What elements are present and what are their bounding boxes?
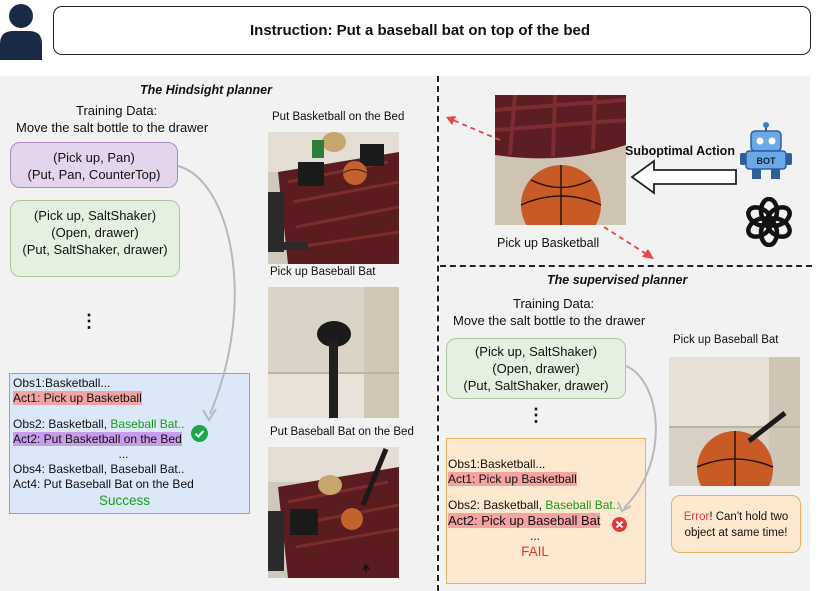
check-icon [191,425,208,442]
supervised-img-caption: Pick up Baseball Bat [673,334,779,346]
suboptimal-arrow [630,159,737,195]
box-line: (Pick up, SaltShaker) [474,344,598,359]
scene-baseball-bat-image [268,287,399,418]
box-line: (Put, SaltShaker, drawer) [22,242,168,257]
vertical-divider [437,76,439,591]
box-line: (Put, Pan, CounterTop) [27,167,161,182]
act2-text: Act2: Pick up Baseball Bat [448,513,601,528]
box-line: (Open, drawer) [492,361,580,376]
supervised-title: The supervised planner [547,273,688,287]
supervised-ellipsis: ⋮ [527,405,545,425]
hindsight-training-label: Training Data: [76,103,158,118]
obs2-highlight: Baseball Bat.. [545,498,620,512]
hindsight-curve-arrow [177,165,236,422]
hindsight-trajectory-box: Obs1:Basketball... Act1: Pick up Basketb… [9,373,250,514]
dots-text: ... [118,447,129,461]
box-line: (Pick up, Pan) [53,150,135,165]
img3-caption: Put Baseball Bat on the Bed [270,426,414,438]
obs1-text: Obs1:Basketball... [13,376,111,390]
img1-caption: Put Basketball on the Bed [272,111,405,123]
error-word: Error [683,511,710,523]
obs1-text: Obs1:Basketball... [448,457,546,471]
error-x-icon [612,517,627,532]
openai-logo-icon [746,197,792,247]
dots-text: ... [529,529,540,543]
box-line: (Pick up, SaltShaker) [33,208,157,223]
act4-text: Act4: Put Baseball Bat on the Bed [13,477,194,491]
hindsight-training-task: Move the salt bottle to the drawer [16,120,209,135]
scene-basketball-on-bed-image [268,132,399,264]
obs2-text: Obs2: Basketball, [448,498,546,512]
fail-text: FAIL [521,544,549,559]
scene-holding-bat-and-ball-image [669,357,800,486]
error-text: ! Can't hold two object at same time! [684,511,789,539]
supervised-curve-arrow [617,365,657,513]
supervised-training-task: Move the salt bottle to the drawer [453,313,646,328]
scene-pick-up-basketball-image [495,95,626,225]
training-box-saltshaker: (Pick up, SaltShaker) (Open, drawer) (Pu… [10,200,180,277]
suboptimal-action-label: Suboptimal Action [625,144,735,158]
scene-bat-on-bed-image [268,447,399,578]
error-message-box: Error! Can't hold two object at same tim… [671,495,801,553]
act2-text: Act2: Put Basketball on the Bed [13,432,182,446]
obs2-text: Obs2: Basketball, [13,417,111,431]
person-icon [0,4,42,60]
supervised-training-label: Training Data: [513,296,595,311]
supervised-training-box: (Pick up, SaltShaker) (Open, drawer) (Pu… [446,338,626,399]
act1-text: Act1: Pick up Basketball [448,472,577,486]
pick-up-basketball-caption: Pick up Basketball [497,236,600,250]
hindsight-title: The Hindsight planner [140,83,272,97]
box-line: (Open, drawer) [51,225,139,240]
training-box-pan: (Pick up, Pan) (Put, Pan, CounterTop) [10,142,178,188]
horizontal-divider [440,265,812,267]
obs2-highlight: Baseball Bat.. [110,417,185,431]
red-dashed-arrows [446,116,654,259]
ellipsis-vertical: ⋮ [80,311,98,331]
box-line: (Put, SaltShaker, drawer) [463,378,609,393]
supervised-trajectory-box: Obs1:Basketball... Act1: Pick up Basketb… [446,438,646,584]
success-text: Success [98,493,151,508]
img2-caption: Pick up Baseball Bat [270,266,376,278]
bot-label: BOT [757,156,777,166]
instruction-text: Instruction: Put a baseball bat on top o… [249,22,590,39]
instruction-bar: Instruction: Put a baseball bat on top o… [53,6,811,55]
robot-icon: BOT [740,122,792,179]
act1-text: Act1: Pick up Basketball [13,391,142,405]
obs4-text: Obs4: Basketball, Baseball Bat.. [13,462,185,476]
